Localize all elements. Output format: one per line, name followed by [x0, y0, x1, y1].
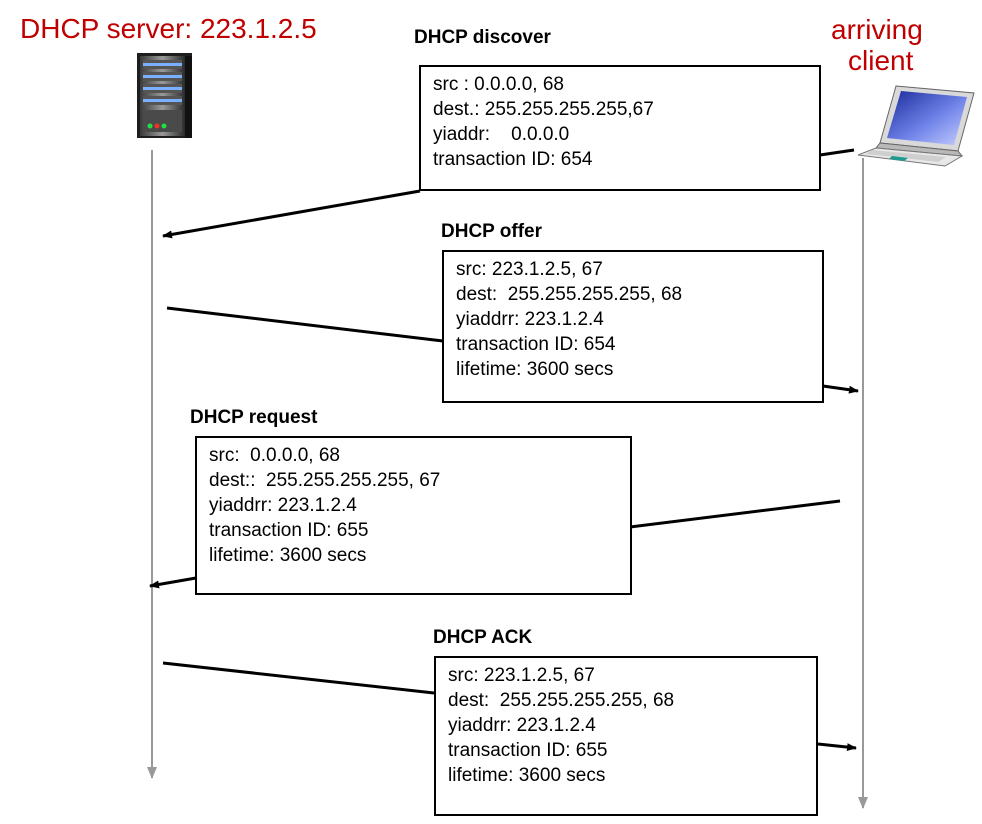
arrow-discover	[162, 148, 855, 239]
server-tower-icon	[137, 53, 192, 138]
ack-message-box: src: 223.1.2.5, 67 dest: 255.255.255.255…	[434, 656, 818, 816]
ack-field: src: 223.1.2.5, 67	[448, 665, 595, 686]
request-field: dest:: 255.255.255.255, 67	[209, 470, 441, 491]
discover-title: DHCP discover	[414, 27, 551, 48]
client-label-line-1: arriving	[831, 14, 923, 45]
request-message-box: src: 0.0.0.0, 68 dest:: 255.255.255.255,…	[195, 436, 632, 595]
discover-field: src : 0.0.0.0, 68	[433, 74, 564, 95]
arrow-request	[149, 499, 841, 589]
ack-field: yiaddrr: 223.1.2.4	[448, 715, 596, 736]
offer-title: DHCP offer	[441, 221, 542, 242]
discover-message-box: src : 0.0.0.0, 68 dest.: 255.255.255.255…	[419, 65, 821, 191]
laptop-icon	[857, 85, 975, 167]
ack-field: dest: 255.255.255.255, 68	[448, 690, 675, 711]
request-field: lifetime: 3600 secs	[209, 545, 367, 566]
ack-field: transaction ID: 655	[448, 740, 608, 761]
offer-field: dest: 255.255.255.255, 68	[456, 284, 683, 305]
request-title: DHCP request	[190, 407, 318, 428]
discover-field: yiaddr: 0.0.0.0	[433, 124, 570, 145]
client-label-line-2: client	[848, 45, 914, 76]
ack-field: lifetime: 3600 secs	[448, 765, 606, 786]
offer-field: transaction ID: 654	[456, 334, 616, 355]
offer-field: yiaddrr: 223.1.2.4	[456, 309, 604, 330]
ack-title: DHCP ACK	[433, 627, 533, 648]
discover-field: transaction ID: 654	[433, 149, 593, 170]
offer-message-box: src: 223.1.2.5, 67 dest: 255.255.255.255…	[442, 250, 824, 403]
offer-field: lifetime: 3600 secs	[456, 359, 614, 380]
offer-field: src: 223.1.2.5, 67	[456, 259, 603, 280]
request-field: transaction ID: 655	[209, 520, 369, 541]
discover-field: dest.: 255.255.255.255,67	[433, 99, 654, 120]
arrow-offer	[166, 306, 859, 394]
server-label: DHCP server: 223.1.2.5	[20, 13, 317, 44]
arrow-ack	[162, 661, 857, 752]
request-field: yiaddrr: 223.1.2.4	[209, 495, 357, 516]
request-field: src: 0.0.0.0, 68	[209, 445, 340, 466]
